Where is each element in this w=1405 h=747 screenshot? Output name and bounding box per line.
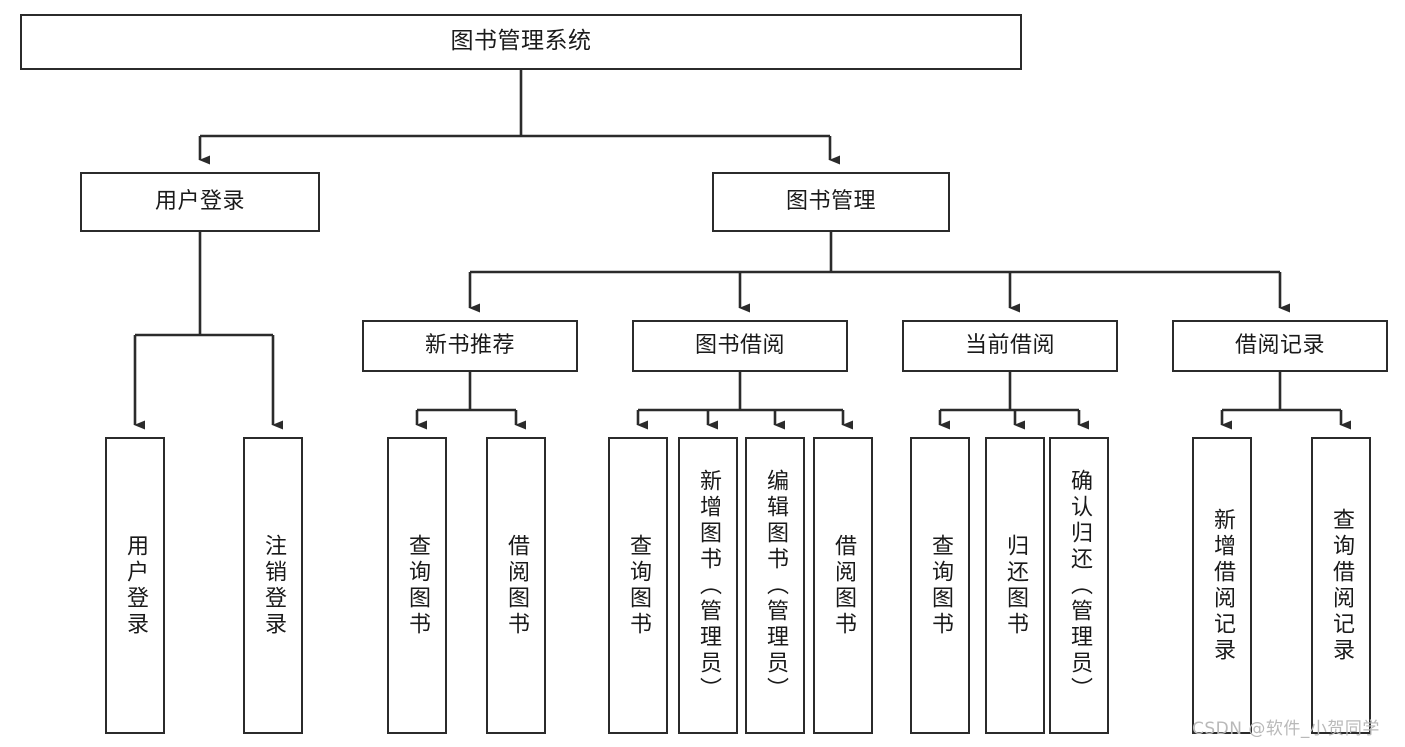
node-current-borrow-label: 当前借阅 bbox=[964, 333, 1055, 359]
csdn-watermark: CSDN @软件_小贺同学 bbox=[1192, 719, 1380, 739]
node-leaf-borrow-book-1-label: 借阅图书 bbox=[504, 533, 529, 638]
node-leaf-add-record-label: 新增借阅记录 bbox=[1210, 507, 1235, 664]
node-leaf-query-record-label: 查询借阅记录 bbox=[1329, 507, 1354, 664]
node-leaf-add-record[interactable]: 新增借阅记录 bbox=[1192, 437, 1252, 734]
node-book-borrow[interactable]: 图书借阅 bbox=[632, 320, 848, 372]
node-leaf-borrow-book-2-label: 借阅图书 bbox=[831, 533, 856, 638]
node-leaf-query-record[interactable]: 查询借阅记录 bbox=[1311, 437, 1371, 734]
node-new-book-recommend-label: 新书推荐 bbox=[424, 333, 515, 359]
node-leaf-query-book-1-label: 查询图书 bbox=[405, 533, 430, 638]
node-leaf-confirm-return-label: 确认归还（管理员） bbox=[1067, 468, 1092, 703]
node-leaf-query-book-2[interactable]: 查询图书 bbox=[608, 437, 668, 734]
node-leaf-borrow-book-2[interactable]: 借阅图书 bbox=[813, 437, 873, 734]
node-leaf-edit-book-label: 编辑图书（管理员） bbox=[763, 468, 788, 703]
node-leaf-user-login[interactable]: 用户登录 bbox=[105, 437, 165, 734]
node-leaf-add-book-label: 新增图书（管理员） bbox=[696, 468, 721, 703]
node-root-system[interactable]: 图书管理系统 bbox=[20, 14, 1022, 70]
node-leaf-edit-book[interactable]: 编辑图书（管理员） bbox=[745, 437, 805, 734]
node-borrow-record-label: 借阅记录 bbox=[1234, 333, 1325, 359]
node-leaf-query-book-3-label: 查询图书 bbox=[928, 533, 953, 638]
node-leaf-logout[interactable]: 注销登录 bbox=[243, 437, 303, 734]
node-leaf-logout-label: 注销登录 bbox=[261, 533, 286, 638]
node-leaf-query-book-3[interactable]: 查询图书 bbox=[910, 437, 970, 734]
node-leaf-borrow-book-1[interactable]: 借阅图书 bbox=[486, 437, 546, 734]
node-book-manage[interactable]: 图书管理 bbox=[712, 172, 950, 232]
node-current-borrow[interactable]: 当前借阅 bbox=[902, 320, 1118, 372]
node-book-manage-label: 图书管理 bbox=[785, 189, 876, 215]
node-leaf-user-login-label: 用户登录 bbox=[123, 533, 148, 638]
node-leaf-query-book-1[interactable]: 查询图书 bbox=[387, 437, 447, 734]
node-new-book-recommend[interactable]: 新书推荐 bbox=[362, 320, 578, 372]
node-leaf-add-book[interactable]: 新增图书（管理员） bbox=[678, 437, 738, 734]
node-leaf-query-book-2-label: 查询图书 bbox=[626, 533, 651, 638]
node-leaf-return-book-label: 归还图书 bbox=[1003, 533, 1028, 638]
node-leaf-confirm-return[interactable]: 确认归还（管理员） bbox=[1049, 437, 1109, 734]
node-book-borrow-label: 图书借阅 bbox=[694, 333, 785, 359]
node-borrow-record[interactable]: 借阅记录 bbox=[1172, 320, 1388, 372]
node-root-label: 图书管理系统 bbox=[450, 28, 592, 55]
node-user-login-label: 用户登录 bbox=[154, 189, 245, 215]
node-leaf-return-book[interactable]: 归还图书 bbox=[985, 437, 1045, 734]
node-user-login[interactable]: 用户登录 bbox=[80, 172, 320, 232]
